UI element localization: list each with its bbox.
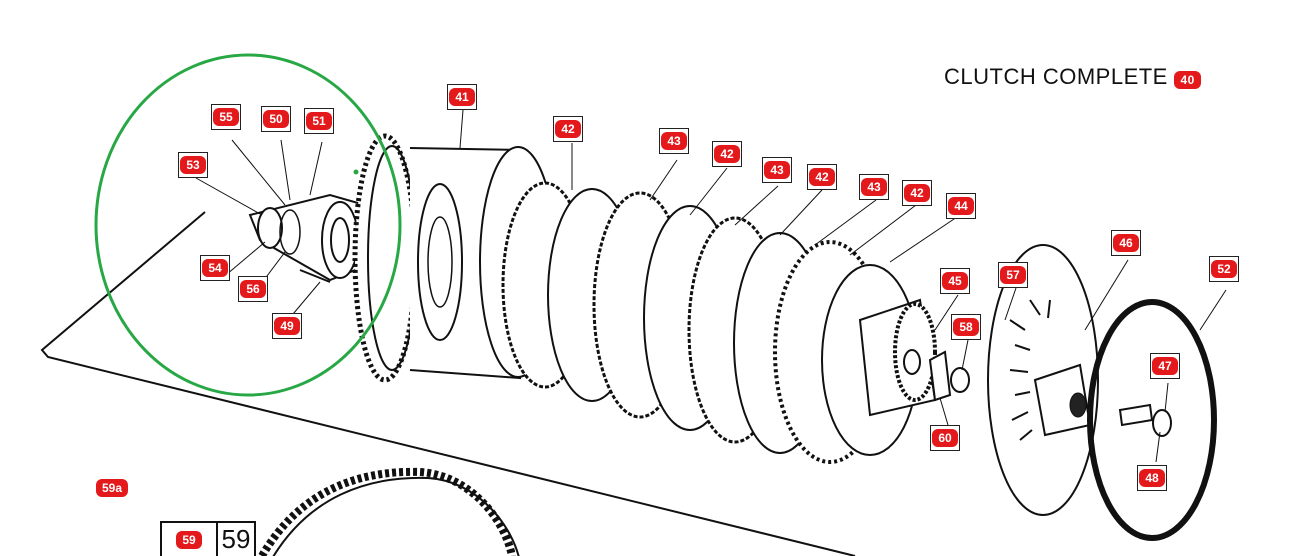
clutch-hub-assembly (248, 193, 370, 283)
callout-part-42[interactable]: 42 (712, 141, 742, 167)
spline-hub (858, 298, 937, 417)
callout-part-44[interactable]: 44 (946, 193, 976, 219)
callout-part-42[interactable]: 42 (553, 116, 583, 142)
part-badge[interactable]: 43 (764, 161, 790, 179)
callout-part-50[interactable]: 50 (261, 106, 291, 132)
callout-part-43[interactable]: 43 (659, 128, 689, 154)
part-badge[interactable]: 43 (661, 132, 687, 150)
part-badge[interactable]: 53 (180, 156, 206, 174)
part-badge[interactable]: 41 (449, 88, 475, 106)
part-badge[interactable]: 54 (202, 259, 228, 277)
callout-part-47[interactable]: 47 (1150, 353, 1180, 379)
callout-part-56[interactable]: 56 (238, 276, 268, 302)
part-badge[interactable]: 42 (714, 145, 740, 163)
part-badge[interactable]: 60 (932, 429, 958, 447)
highlight-circle (94, 53, 402, 397)
drive-chain (258, 467, 516, 556)
part-badge[interactable]: 42 (555, 120, 581, 138)
callout-part-60[interactable]: 60 (930, 425, 960, 451)
chain-badge[interactable]: 59a (96, 479, 129, 497)
callout-part-42[interactable]: 42 (902, 180, 932, 206)
part-badge[interactable]: 45 (942, 272, 968, 290)
outer-ring (1087, 299, 1217, 541)
bolt (1118, 403, 1154, 427)
part-badge[interactable]: 49 (274, 317, 300, 335)
callout-part-48[interactable]: 48 (1137, 465, 1167, 491)
bottom-box-left: 59 (160, 521, 218, 556)
highlight-dot (353, 169, 359, 175)
tab-washer (928, 350, 952, 402)
diagram-title-text: CLUTCH COMPLETE (944, 64, 1168, 89)
clutch-sprocket (352, 133, 418, 383)
base-outline (40, 211, 856, 556)
bottom-box-text: 59 (221, 524, 251, 554)
callout-part-52[interactable]: 52 (1209, 256, 1239, 282)
nut (1152, 409, 1172, 437)
part-badge[interactable]: 43 (861, 178, 887, 196)
washer (950, 367, 970, 393)
callout-part-41[interactable]: 41 (447, 84, 477, 110)
part-badge[interactable]: 47 (1152, 357, 1178, 375)
callout-part-51[interactable]: 51 (304, 108, 334, 134)
callout-part-49[interactable]: 49 (272, 313, 302, 339)
bottom-box-right: 59 (216, 521, 256, 556)
part-badge[interactable]: 42 (809, 168, 835, 186)
part-badge[interactable]: 42 (904, 184, 930, 202)
title-badge[interactable]: 40 (1174, 71, 1201, 89)
callout-part-57[interactable]: 57 (998, 262, 1028, 288)
part-badge[interactable]: 57 (1000, 266, 1026, 284)
part-badge[interactable]: 50 (263, 110, 289, 128)
callout-part-42[interactable]: 42 (807, 164, 837, 190)
callout-part-54[interactable]: 54 (200, 255, 230, 281)
bottom-badge[interactable]: 59 (176, 530, 202, 549)
callout-part-58[interactable]: 58 (951, 314, 981, 340)
callout-part-46[interactable]: 46 (1111, 230, 1141, 256)
part-badge[interactable]: 44 (948, 197, 974, 215)
part-badge[interactable]: 51 (306, 112, 332, 130)
part-badge[interactable]: 58 (953, 318, 979, 336)
part-badge[interactable]: 48 (1139, 469, 1165, 487)
callout-part-45[interactable]: 45 (940, 268, 970, 294)
callout-part-43[interactable]: 43 (859, 174, 889, 200)
part-badge[interactable]: 52 (1211, 260, 1237, 278)
part-badge[interactable]: 46 (1113, 234, 1139, 252)
callout-part-43[interactable]: 43 (762, 157, 792, 183)
callout-part-55[interactable]: 55 (211, 104, 241, 130)
pressure-plate (987, 244, 1099, 516)
part-badge[interactable]: 55 (213, 108, 239, 126)
clutch-plate-stack (501, 181, 919, 464)
part-badge[interactable]: 56 (240, 280, 266, 298)
diagram-title: CLUTCH COMPLETE 40 (944, 64, 1201, 90)
callout-part-53[interactable]: 53 (178, 152, 208, 178)
